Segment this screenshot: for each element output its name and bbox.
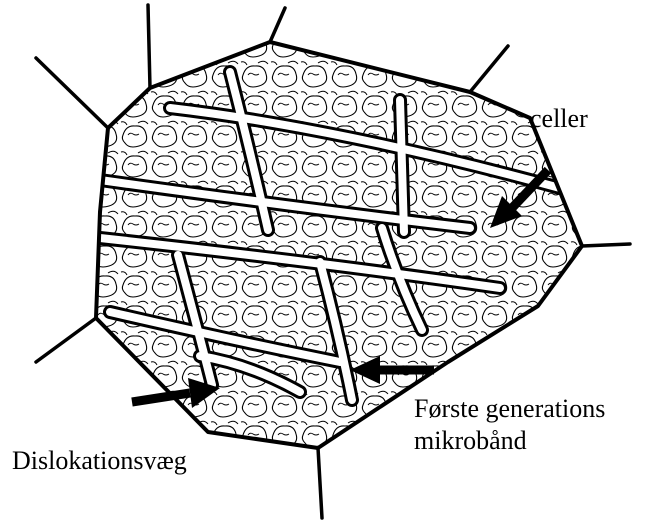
label-first-generation-line2: mikrobånd bbox=[414, 426, 527, 456]
label-cells: celler bbox=[530, 104, 588, 134]
label-first-generation-line1: Første generations bbox=[414, 394, 605, 424]
label-dislocation-wall: Dislokationsvæg bbox=[12, 446, 187, 476]
